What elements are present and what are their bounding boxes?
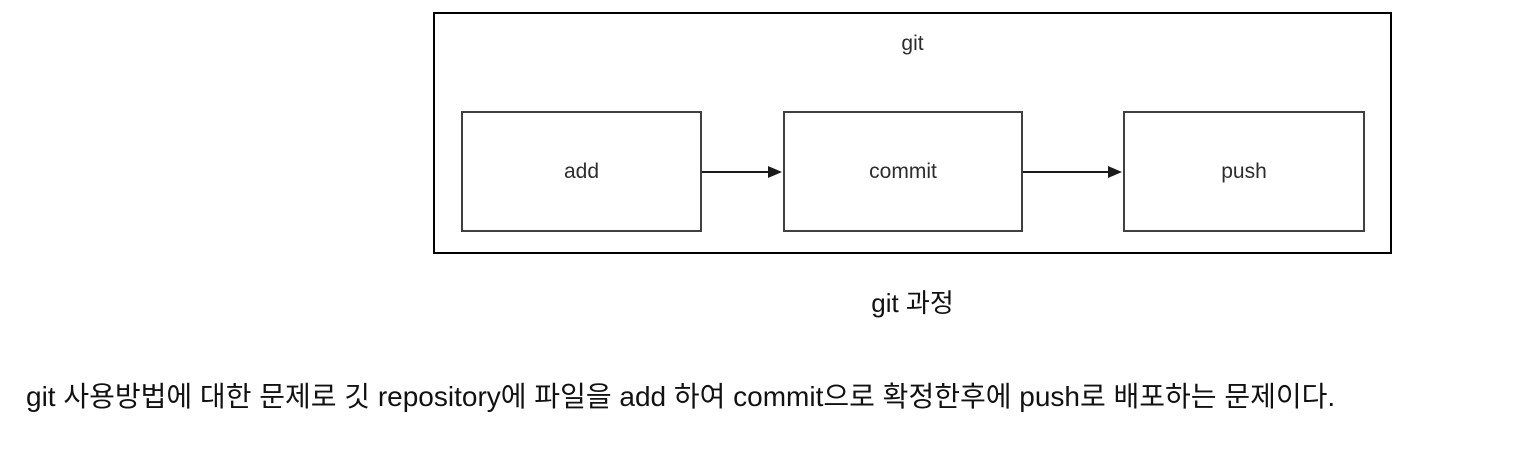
arrow-add-to-commit <box>702 166 782 178</box>
arrow-commit-to-push <box>1023 166 1122 178</box>
git-container-label: git <box>901 32 924 55</box>
node-add: add <box>461 111 702 232</box>
node-commit: commit <box>783 111 1023 232</box>
description-text: git 사용방법에 대한 문제로 깃 repository에 파일을 add 하… <box>26 381 1336 412</box>
diagram-caption: git 과정 <box>871 288 954 318</box>
node-push: push <box>1123 111 1365 232</box>
